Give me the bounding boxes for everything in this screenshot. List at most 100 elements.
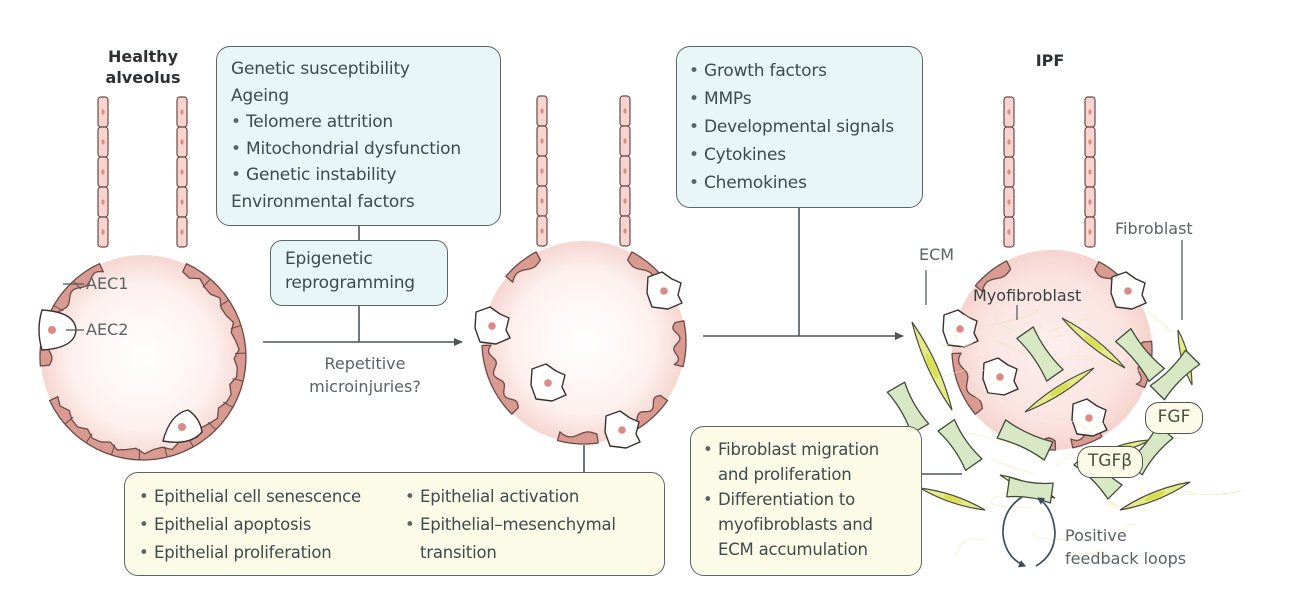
list-item: Ageing: [231, 83, 500, 110]
airway-cell-nucleus: [1007, 229, 1010, 234]
airway-cell-nucleus: [623, 198, 626, 203]
ecm-label: ECM: [919, 245, 954, 264]
airway-cell-nucleus: [180, 109, 183, 114]
airway-cell-nucleus: [1088, 229, 1091, 234]
airway-cell-nucleus: [101, 169, 104, 174]
mediators-list: Growth factorsMMPsDevelopmental signalsC…: [689, 57, 922, 197]
myofibroblast: [1007, 477, 1053, 503]
airway-cell-nucleus: [1007, 139, 1010, 144]
aec2-nucleus: [996, 373, 1004, 381]
mediators-box: Growth factorsMMPsDevelopmental signalsC…: [676, 46, 923, 208]
airway-duct: [537, 96, 630, 246]
ipf-title: IPF: [1020, 50, 1080, 71]
aec2-nucleus: [48, 326, 56, 334]
myofibroblast-label: Myofibroblast: [973, 286, 1081, 305]
epigenetic-line: Epigenetic: [285, 247, 447, 271]
ecm-fiber: [1148, 312, 1171, 332]
aec2-nucleus: [1085, 414, 1093, 422]
list-item: Fibroblast migration: [703, 437, 921, 462]
list-item: MMPs: [689, 85, 922, 113]
risk-factors-box: Genetic susceptibilityAgeingTelomere att…: [216, 46, 501, 226]
airway-cell-nucleus: [1007, 169, 1010, 174]
list-item: Epithelial cell senescence: [139, 483, 361, 511]
list-item: Epithelial proliferation: [139, 539, 361, 567]
ecm-fiber: [991, 459, 1034, 473]
title-line: alveolus: [93, 67, 193, 88]
airway-cell-nucleus: [1088, 139, 1091, 144]
feedback-loop-arrow-icon: [1036, 498, 1055, 566]
risk-factors-list: Genetic susceptibilityAgeingTelomere att…: [231, 56, 500, 215]
ecm-fiber: [963, 433, 1000, 443]
aec1-label: AEC1: [86, 274, 128, 293]
epithelial-responses-column-2: Epithelial activationEpithelial–mesenchy…: [405, 483, 616, 567]
ecm-fiber: [1199, 491, 1243, 495]
list-item: Telomere attrition: [231, 109, 500, 136]
aec2-nucleus: [618, 426, 626, 434]
list-item: Epithelial activation: [405, 483, 616, 511]
positive-feedback-label: Positive feedback loops: [1065, 524, 1186, 570]
airway-cell-nucleus: [540, 228, 543, 233]
aec2-label: AEC2: [86, 320, 128, 339]
list-item: ECM accumulation: [703, 537, 921, 562]
list-item: Mitochondrial dysfunction: [231, 136, 500, 163]
epithelial-responses-box: Epithelial cell senescenceEpithelial apo…: [124, 472, 665, 576]
airway-cell-nucleus: [540, 198, 543, 203]
airway-cell-nucleus: [1088, 199, 1091, 204]
list-item: transition: [405, 539, 616, 567]
ecm-fiber: [1102, 497, 1117, 508]
myofibroblast: [938, 420, 982, 471]
aec2-nucleus: [488, 322, 496, 330]
fibroblast-responses-box: Fibroblast migrationand proliferationDif…: [690, 426, 922, 576]
label-line: Positive: [1065, 524, 1186, 547]
list-item: myofibroblasts and: [703, 512, 921, 537]
airway-cell-nucleus: [540, 138, 543, 143]
list-item: Environmental factors: [231, 189, 500, 216]
airway-cell-nucleus: [623, 138, 626, 143]
airway-cell-nucleus: [180, 139, 183, 144]
list-item: Differentiation to: [703, 487, 921, 512]
fgf-badge: FGF: [1145, 402, 1203, 434]
list-item: Genetic susceptibility: [231, 56, 500, 83]
fibroblast-responses-list: Fibroblast migrationand proliferationDif…: [703, 437, 921, 562]
ecm-fiber: [1176, 491, 1196, 495]
airway-cell-nucleus: [180, 199, 183, 204]
ipf-alveolus: [887, 97, 1243, 566]
aec2-nucleus: [178, 423, 186, 431]
label-line: feedback loops: [1065, 547, 1186, 570]
title-line: Healthy: [93, 46, 193, 67]
healthy-alveolus: [39, 97, 246, 460]
list-item: Chemokines: [689, 169, 922, 197]
airway-cell-nucleus: [101, 109, 104, 114]
airway-cell-nucleus: [1007, 109, 1010, 114]
airway-cell-nucleus: [540, 168, 543, 173]
aec2-nucleus: [1124, 287, 1132, 295]
label-line: microinjuries?: [300, 375, 430, 398]
injured-alveolus: [475, 96, 686, 448]
airway-cell-nucleus: [101, 229, 104, 234]
aec2-nucleus: [956, 325, 964, 333]
list-item: Cytokines: [689, 141, 922, 169]
epigenetic-reprogramming-box: Epigenetic reprogramming: [270, 240, 448, 306]
airway-cell-nucleus: [101, 139, 104, 144]
airway-cell-nucleus: [623, 168, 626, 173]
airway-cell-nucleus: [1007, 199, 1010, 204]
airway-cell-nucleus: [623, 108, 626, 113]
list-item: Epithelial apoptosis: [139, 511, 361, 539]
airway-cell-nucleus: [623, 228, 626, 233]
epithelial-responses-column-1: Epithelial cell senescenceEpithelial apo…: [139, 483, 361, 567]
healthy-alveolus-title: Healthy alveolus: [93, 46, 193, 88]
repetitive-microinjuries-label: Repetitive microinjuries?: [300, 352, 430, 398]
tgfb-badge: TGFβ: [1077, 446, 1143, 478]
epigenetic-line: reprogramming: [285, 271, 447, 295]
airway-cell-nucleus: [1088, 109, 1091, 114]
airway-cell-nucleus: [101, 199, 104, 204]
airway-cell-nucleus: [180, 169, 183, 174]
list-item: Epithelial–mesenchymal: [405, 511, 616, 539]
list-item: Developmental signals: [689, 113, 922, 141]
aec2-nucleus: [660, 287, 668, 295]
airway-cell-nucleus: [180, 229, 183, 234]
list-item: Genetic instability: [231, 162, 500, 189]
aec2-nucleus: [544, 379, 552, 387]
airway-duct: [1004, 97, 1095, 247]
fibroblast-label: Fibroblast: [1115, 219, 1193, 238]
